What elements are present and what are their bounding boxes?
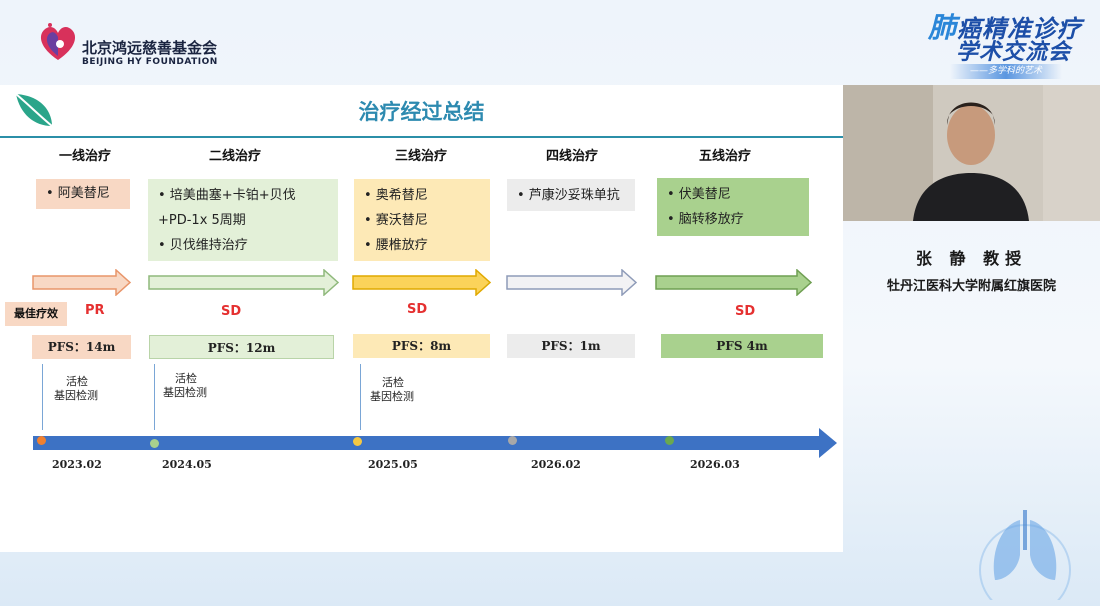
- conference-title-line2: 学术交流会: [956, 40, 1072, 65]
- speaker-affiliation: 牡丹江医科大学附属红旗医院: [886, 279, 1056, 294]
- line1-note-genetic: 基因检测: [54, 389, 98, 402]
- org-name-cn: 北京鸿远慈善基金会: [82, 39, 218, 57]
- lungs-emblem-icon: [979, 510, 1071, 600]
- treatment-item: • 赛沃替尼: [364, 213, 428, 228]
- line5-treatment-box: • 伏美替尼 • 脑转移放疗: [657, 178, 809, 236]
- line1-arrow: [32, 269, 132, 296]
- slide-title: 治疗经过总结: [358, 100, 485, 124]
- line1-note-biopsy: 活检: [66, 375, 88, 388]
- speaker-portrait: [843, 85, 1100, 221]
- line2-head: 二线治疗: [208, 149, 261, 164]
- timeline-dot-line2: [150, 439, 159, 448]
- treatment-item: • 阿美替尼: [46, 186, 110, 201]
- line3-note-biopsy: 活检: [382, 376, 404, 389]
- line1-head: 一线治疗: [58, 149, 111, 164]
- treatment-item: +PD-1x 5周期: [158, 213, 246, 228]
- treatment-item: • 芦康沙妥珠单抗: [517, 188, 620, 203]
- line4-arrow: [506, 269, 638, 296]
- line2-treatment-box: • 培美曲塞+卡铂+贝伐 +PD-1x 5周期 • 贝伐维持治疗: [148, 179, 338, 261]
- line1-pfs: PFS：14m: [32, 335, 131, 359]
- treatment-item: • 腰椎放疗: [364, 238, 428, 253]
- treatment-item: • 贝伐维持治疗: [158, 238, 248, 253]
- line2-arrow: [148, 269, 340, 296]
- leaf-logo-icon: [15, 93, 53, 127]
- line4-treatment-box: • 芦康沙妥珠单抗: [507, 179, 635, 211]
- line3-head: 三线治疗: [394, 149, 447, 164]
- conference-title-line1: 肺癌精准诊疗: [928, 6, 1082, 46]
- treatment-item: • 奥希替尼: [364, 188, 428, 203]
- line3-note-genetic: 基因检测: [370, 390, 414, 403]
- conference-tagline: ——多学科的艺术: [950, 64, 1062, 79]
- timeline-dot-line3: [353, 437, 362, 446]
- line1-treatment-box: • 阿美替尼: [36, 179, 130, 209]
- line2-note-genetic: 基因检测: [163, 386, 207, 399]
- line3-arrow: [352, 269, 492, 296]
- org-name-en: BEIJING HY FOUNDATION: [82, 57, 218, 67]
- timeline-dot-line4: [508, 436, 517, 445]
- line4-pfs: PFS：1m: [507, 334, 635, 358]
- line3-response: SD: [407, 302, 428, 317]
- timeline-arrow: [33, 428, 837, 458]
- line1-date: 2023.02: [52, 458, 102, 471]
- title-underline: [0, 136, 843, 138]
- line3-pfs: PFS：8m: [353, 334, 490, 358]
- conference-title-big-char: 肺: [928, 11, 958, 44]
- line2-response: SD: [221, 304, 242, 319]
- line4-head: 四线治疗: [545, 149, 598, 164]
- line3-date: 2025.05: [368, 458, 418, 471]
- line5-date: 2026.03: [690, 458, 740, 471]
- treatment-item: • 培美曲塞+卡铂+贝伐: [158, 188, 296, 203]
- line2-biopsy-marker: [154, 364, 155, 430]
- line2-note-biopsy: 活检: [175, 372, 197, 385]
- line3-biopsy-marker: [360, 364, 361, 430]
- best-response-label: 最佳疗效: [5, 302, 67, 326]
- line3-treatment-box: • 奥希替尼 • 赛沃替尼 • 腰椎放疗: [354, 179, 490, 261]
- foundation-logo-icon: [40, 23, 76, 61]
- line5-pfs: PFS 4m: [661, 334, 823, 358]
- slide-canvas: [0, 85, 843, 552]
- treatment-item: • 伏美替尼: [667, 187, 731, 202]
- line5-response: SD: [735, 304, 756, 319]
- line5-head: 五线治疗: [698, 149, 751, 164]
- line1-response: PR: [85, 303, 105, 318]
- line1-biopsy-marker: [42, 364, 43, 430]
- timeline-dot-line5: [665, 436, 674, 445]
- speaker-video[interactable]: [843, 85, 1100, 221]
- line5-arrow: [655, 269, 813, 296]
- treatment-item: • 脑转移放疗: [667, 212, 744, 227]
- timeline-dot-line1: [37, 436, 46, 445]
- line4-date: 2026.02: [531, 458, 581, 471]
- line2-pfs: PFS：12m: [149, 335, 334, 359]
- conference-title-rest: 癌精准诊疗: [957, 15, 1083, 43]
- speaker-name: 张 静 教授: [915, 249, 1028, 268]
- line2-date: 2024.05: [162, 458, 212, 471]
